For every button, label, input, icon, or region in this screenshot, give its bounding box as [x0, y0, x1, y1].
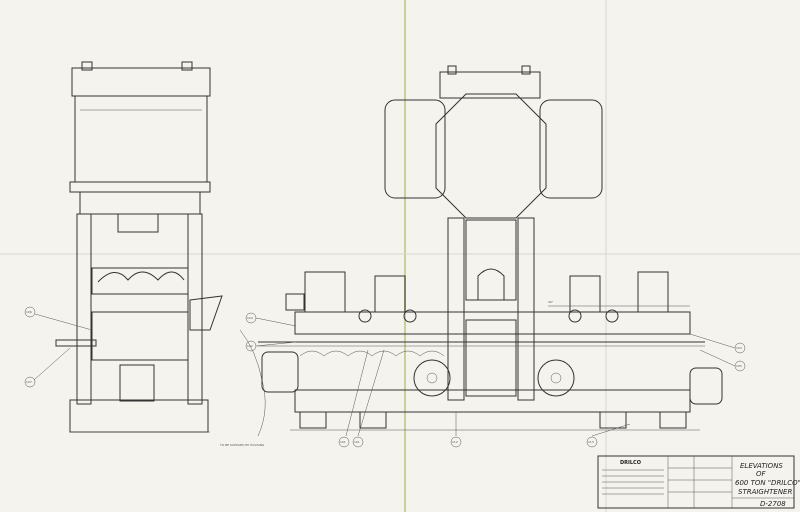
- title-line-2: OF: [756, 470, 767, 478]
- top-crown: [71, 67, 211, 97]
- callout-front-4: 105: [736, 364, 742, 368]
- callout-balloon: [24, 376, 36, 388]
- title-line-3: 600 TON "DRILCO": [735, 479, 800, 487]
- side-elevation-view: 106 107 TO BE SUPPLIED BY HOUSING: [24, 61, 266, 447]
- nut: [521, 65, 531, 75]
- end-housing-left: [261, 351, 299, 393]
- end-housing-right: [689, 367, 723, 405]
- upper-housing: [74, 95, 208, 183]
- front-elevation-view: 40" 104 102 103 105 101 101 112 113: [245, 65, 746, 448]
- callout-front-1: 104: [247, 316, 253, 320]
- callout-balloon: [352, 436, 364, 448]
- die-profile: [97, 271, 185, 283]
- title-block-frame: [597, 455, 795, 509]
- gearbox-left: [374, 275, 406, 313]
- drawing-number: D-2708: [760, 500, 786, 508]
- callout-left-2: 107: [26, 380, 32, 384]
- guide-roll: [358, 309, 372, 323]
- guide-roll: [568, 309, 582, 323]
- drive-wheel-left: [413, 359, 451, 397]
- roller-profile: [299, 350, 445, 357]
- guide-roll: [403, 309, 417, 323]
- tie-rod-nut-left: [81, 61, 93, 71]
- callout-balloon: [245, 340, 257, 352]
- lower-cylinder: [119, 364, 155, 402]
- housing-plate-right: [539, 99, 603, 199]
- title-line-4: STRAIGHTENER: [738, 488, 792, 496]
- dimension-label: 40": [548, 300, 554, 304]
- front-ram: [465, 219, 517, 301]
- title-block: DRILCO ELEVATIONS OF 600 TON "DRILCO" ST…: [597, 455, 800, 509]
- callout-left-1: 106: [26, 310, 32, 314]
- callout-balloon: [450, 436, 462, 448]
- callout-front-5: 101: [340, 440, 346, 444]
- foot: [659, 411, 687, 429]
- tie-rod-nut-right: [181, 61, 193, 71]
- coupling-left: [285, 293, 305, 311]
- upper-die: [91, 267, 189, 295]
- guide-roll: [605, 309, 619, 323]
- foot: [299, 411, 327, 429]
- ram-head: [477, 268, 505, 300]
- front-crown: [439, 71, 541, 99]
- callout-balloon: [586, 436, 598, 448]
- crosshead: [69, 181, 211, 193]
- callout-front-3: 103: [736, 346, 742, 350]
- callout-balloon: [245, 312, 257, 324]
- callout-balloon: [734, 342, 746, 354]
- callout-front-8: 113: [588, 440, 594, 444]
- callout-front-2: 102: [247, 344, 253, 348]
- callout-balloon: [734, 360, 746, 372]
- housing-plate-left: [384, 99, 446, 199]
- lower-frame: [294, 389, 691, 413]
- pipe-stub: [55, 339, 97, 347]
- front-column-right: [517, 217, 535, 401]
- company-name: DRILCO: [620, 460, 641, 466]
- drive-wheel-right: [537, 359, 575, 397]
- foot: [599, 411, 627, 429]
- callout-balloon: [24, 306, 36, 318]
- crosshead-block: [79, 191, 201, 215]
- callout-front-7: 112: [452, 440, 458, 444]
- drive-motor-left: [304, 271, 346, 313]
- front-column-left: [447, 217, 465, 401]
- side-view-note: TO BE SUPPLIED BY HOUSING: [219, 443, 265, 447]
- drive-motor-right: [637, 271, 669, 313]
- roll-table: [294, 311, 691, 335]
- callout-front-6: 101: [354, 440, 360, 444]
- base: [69, 399, 209, 433]
- lower-ram: [465, 319, 517, 397]
- gearbox-right: [569, 275, 601, 313]
- column-left: [76, 213, 92, 405]
- nut: [447, 65, 457, 75]
- foot: [359, 411, 387, 429]
- lower-bed: [91, 311, 189, 361]
- column-right: [187, 213, 203, 405]
- callout-balloon: [338, 436, 350, 448]
- main-cylinder: [435, 93, 547, 219]
- ram: [117, 213, 159, 233]
- title-line-1: ELEVATIONS: [740, 462, 783, 470]
- side-bracket: [189, 295, 223, 331]
